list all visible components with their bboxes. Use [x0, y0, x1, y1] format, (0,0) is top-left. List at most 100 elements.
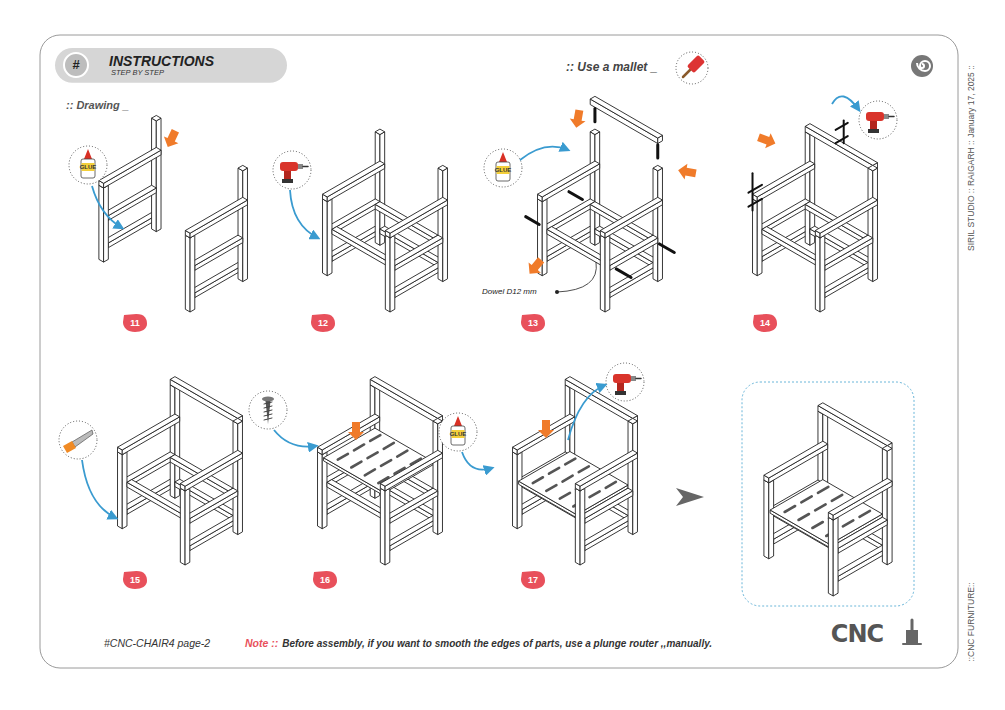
side-frame [104, 150, 161, 188]
chair-drawing [526, 96, 675, 312]
side-frame [769, 444, 828, 483]
side-frame [385, 197, 447, 233]
side-frame [828, 478, 892, 515]
side-frame [122, 452, 175, 482]
side-frame [820, 200, 877, 238]
seat-slot [397, 451, 407, 457]
side-frame [600, 235, 605, 312]
side-frame [122, 417, 179, 455]
glue-text: GLUE [80, 164, 97, 171]
seat-slot [818, 487, 828, 493]
seat-slot [549, 468, 559, 474]
side-frame [833, 517, 887, 548]
motion-arrow [568, 385, 605, 440]
side-frame [658, 168, 663, 281]
side-frame [580, 488, 585, 565]
screw-thread [264, 418, 272, 420]
step-number: 16 [312, 570, 338, 590]
side-frame [190, 235, 195, 312]
step-number-text: 12 [318, 318, 328, 328]
top-rail [818, 406, 887, 452]
side-frame [653, 165, 662, 170]
side-frame [838, 520, 887, 553]
side-frame [633, 421, 638, 534]
dowel [593, 108, 596, 121]
side-frame [152, 115, 161, 120]
top-rail [818, 403, 892, 446]
seat-slot [533, 477, 543, 483]
side-frame [122, 452, 127, 529]
seat-slot [381, 460, 391, 466]
side-frame [238, 168, 243, 281]
drill-battery [868, 129, 879, 133]
screw-thread [264, 414, 272, 416]
step-number-text: 15 [130, 575, 140, 585]
side-frame [318, 452, 323, 529]
side-frame [195, 238, 243, 270]
dowel-label: Dowel D12 mm [482, 287, 537, 296]
side-frame [753, 161, 815, 197]
chair-drawing [323, 129, 448, 312]
cross-rail [332, 229, 390, 267]
side-frame [322, 452, 327, 529]
direction-arrow [538, 420, 554, 438]
side-frame [542, 199, 547, 276]
glue-nozzle [499, 152, 507, 162]
screw-thread [264, 406, 272, 408]
side-frame [390, 491, 438, 523]
side-frame [390, 235, 443, 265]
seat-slot [606, 482, 616, 488]
glue-icon [81, 149, 95, 178]
page-id: #CNC-CHAIR4 page-2 [104, 637, 210, 649]
clamp [836, 123, 848, 130]
drop-shape [311, 314, 335, 332]
side-frame [385, 235, 390, 312]
cross-rail [127, 482, 185, 520]
side-frame [769, 480, 774, 559]
dowel [656, 145, 659, 158]
side-frame [542, 164, 599, 202]
direction-arrow [756, 130, 778, 151]
saw-icon [63, 430, 93, 453]
drop-shape [521, 314, 545, 332]
icon-ring [273, 151, 311, 189]
side-frame [838, 548, 887, 581]
side-frame [233, 421, 238, 534]
side-frame [610, 238, 658, 270]
direction-arrow [161, 127, 183, 150]
seat-slot [785, 506, 795, 512]
side-frame [243, 168, 248, 281]
seat-panel [324, 428, 433, 491]
side-frame [185, 453, 242, 491]
step-number: 14 [752, 313, 778, 333]
side-frame [323, 199, 328, 276]
side-frame [104, 185, 157, 215]
side-frame [610, 265, 658, 297]
side-frame [375, 132, 380, 245]
step-number: 12 [310, 313, 336, 333]
direction-arrow [523, 255, 547, 279]
step-number-text: 11 [130, 318, 140, 328]
mallet-head [687, 55, 705, 73]
note-label: Note :: [245, 637, 278, 649]
side-frame [195, 265, 243, 297]
clamp [748, 185, 762, 193]
seat-slot [579, 466, 589, 472]
screw-head [262, 397, 274, 402]
top-rail [370, 379, 438, 423]
screw-thread [264, 402, 272, 404]
side-frame [517, 417, 574, 455]
screw-icon [262, 397, 274, 425]
side-frame [868, 165, 877, 170]
side-frame [390, 235, 395, 312]
cross-rail [547, 229, 605, 267]
drill-icon [866, 112, 894, 133]
side-frame [185, 235, 190, 312]
side-frame [757, 199, 810, 229]
hash-symbol: # [72, 58, 79, 73]
icon-ring [69, 146, 107, 184]
side-frame [390, 200, 447, 238]
icon-ring [249, 391, 287, 429]
glue-nozzle [84, 149, 92, 159]
